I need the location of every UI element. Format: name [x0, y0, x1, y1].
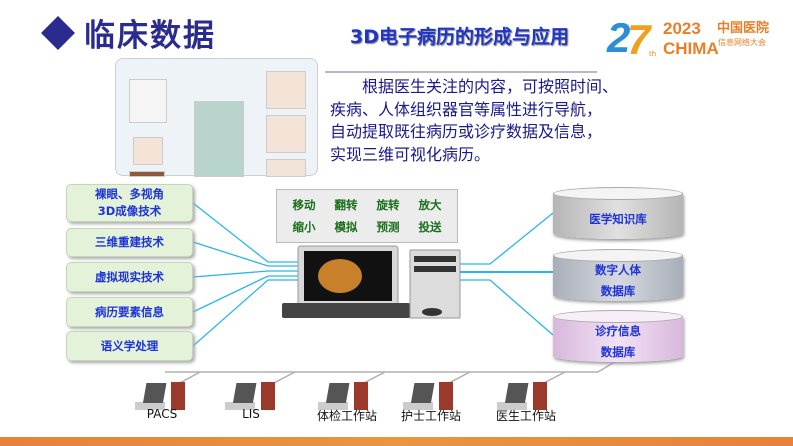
operations-panel: 移动 翻转 旋转 放大 缩小 模拟 预测 投送 — [276, 189, 458, 243]
svg-text:中国医院: 中国医院 — [717, 20, 769, 36]
workstation-label-lis: LIS — [242, 407, 260, 421]
bottom-accent-bar — [0, 437, 793, 446]
vr-headset-image — [129, 171, 165, 177]
tech-label: 三维重建技术 — [95, 235, 164, 249]
description-text: 根据医生关注的内容，可按照时间、 疾病、人体组织器官等属性进行导航， 自动提取既… — [330, 76, 690, 166]
eyes-image — [133, 137, 163, 165]
svg-text:2023: 2023 — [663, 19, 701, 38]
description-line: 疾病、人体组织器官等属性进行导航， — [330, 99, 603, 119]
workstation-icon — [225, 382, 275, 410]
face-image-3 — [266, 159, 306, 177]
tech-label: 虚拟现实技术 — [95, 269, 164, 284]
op-flip: 翻转 — [334, 198, 358, 212]
tech-box-record-elements: 病历要素信息 — [66, 297, 193, 327]
workstation-label-pacs: PACS — [146, 407, 178, 421]
chima-logo: 2 7 th 2023 CHIMA 中国医院 信息网络大会 — [606, 14, 769, 57]
op-zoom-out: 缩小 — [292, 220, 316, 234]
database-label: 诊疗信息 数据库 — [595, 324, 641, 359]
op-move: 移动 — [292, 198, 316, 212]
tech-box-3d-imaging: 裸眼、多视角 3D成像技术 — [66, 184, 193, 222]
cylinder-top — [553, 249, 683, 262]
workstation-icon — [318, 382, 368, 410]
tech-label: 病历要素信息 — [95, 304, 164, 319]
workstation-label-doctor: 医生工作站 — [495, 409, 556, 423]
workstation-label-physical-exam: 体检工作站 — [316, 409, 377, 423]
anatomy-image-panel — [115, 58, 318, 177]
svg-text:信息网络大会: 信息网络大会 — [718, 37, 766, 47]
svg-text:CHIMA: CHIMA — [663, 39, 719, 57]
human-body-image — [194, 101, 244, 177]
workstation-label-nurse: 护士工作站 — [400, 409, 461, 423]
description-line: 实现三维可视化病历。 — [330, 144, 491, 164]
op-simulate: 模拟 — [334, 220, 358, 234]
cylinder-top — [553, 310, 683, 323]
cylinder-top — [553, 187, 683, 200]
description-line: 自动提取既往病历或诊疗数据及信息， — [330, 122, 603, 141]
svg-text:7: 7 — [627, 16, 652, 57]
tech-label: 语义学处理 — [100, 338, 159, 353]
face-image-1 — [266, 71, 306, 109]
3d-glasses-image — [129, 79, 167, 123]
database-clinical-info: 诊疗信息 数据库 — [553, 310, 683, 362]
database-medical-knowledge: 医学知识库 — [553, 187, 683, 239]
tech-box-virtual-reality: 虚拟现实技术 — [66, 262, 193, 292]
title-text: 临床数据 — [84, 18, 216, 54]
workstation-icon — [403, 382, 453, 410]
op-deliver: 投送 — [418, 220, 442, 234]
tech-box-3d-reconstruction: 三维重建技术 — [66, 228, 193, 257]
op-rotate: 旋转 — [376, 198, 400, 212]
computer-image — [282, 245, 461, 319]
database-label: 数字人体 数据库 — [595, 263, 641, 298]
description-line: 根据医生关注的内容，可按照时间、 — [362, 77, 619, 96]
op-predict: 预测 — [376, 220, 400, 234]
svg-text:2: 2 — [606, 14, 630, 57]
slide-subtitle: 3D电子病历的形成与应用 — [350, 26, 569, 48]
database-digital-human: 数字人体 数据库 — [553, 249, 683, 301]
database-label: 医学知识库 — [589, 211, 647, 226]
workstation-icon — [135, 382, 185, 410]
face-image-2 — [266, 115, 306, 153]
svg-text:th: th — [649, 50, 656, 57]
tech-box-semantics: 语义学处理 — [66, 331, 193, 361]
workstation-icon — [497, 382, 547, 410]
subtitle-underline — [325, 71, 597, 73]
tech-label: 裸眼、多视角 3D成像技术 — [95, 187, 164, 218]
op-zoom-in: 放大 — [418, 198, 442, 212]
slide-title: 临床数据 — [40, 10, 216, 55]
